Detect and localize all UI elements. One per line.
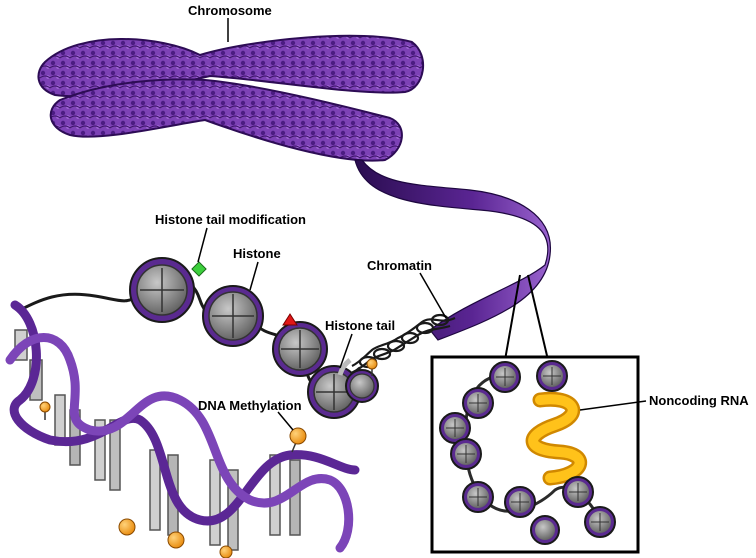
dna-strand-2	[5, 333, 354, 553]
histone-tail-modification-marker	[191, 261, 207, 277]
dna-double-helix	[5, 300, 360, 553]
nucleosome-2	[202, 285, 264, 347]
zoom-line-left	[504, 274, 521, 361]
methyl-group	[289, 427, 307, 445]
label-chromosome: Chromosome	[188, 3, 272, 18]
nucleosome-1	[129, 257, 195, 323]
label-chromatin: Chromatin	[367, 258, 432, 273]
noncoding-rna	[525, 391, 588, 486]
dna-methyl-groups	[39, 401, 307, 558]
chromosome-fiber	[354, 159, 551, 341]
label-histone-tail: Histone tail	[325, 318, 395, 333]
methyl-group	[118, 518, 136, 536]
methyl-group	[219, 545, 233, 558]
inset-box	[430, 355, 640, 554]
methyl-group	[167, 531, 185, 549]
methyl-group	[39, 401, 51, 413]
zoom-line-right	[527, 274, 549, 361]
leader-lines	[197, 18, 647, 431]
methyl-group-on-histone	[366, 358, 378, 376]
chromosome-lower-arm	[49, 78, 403, 162]
inset-nucleosomes	[439, 360, 616, 545]
label-dna-methylation: DNA Methylation	[198, 398, 302, 413]
histone-tail-red-marker	[282, 313, 298, 326]
dna-strand-1	[9, 300, 360, 526]
nucleosome-5	[345, 369, 379, 403]
chromosome	[37, 34, 425, 162]
histone-tail	[337, 358, 352, 376]
chromatin-coil	[347, 313, 456, 376]
label-histone: Histone	[233, 246, 281, 261]
label-histone-tail-modification: Histone tail modification	[155, 212, 306, 227]
label-noncoding-rna: Noncoding RNA	[649, 393, 749, 408]
nucleosome-3	[272, 321, 328, 377]
